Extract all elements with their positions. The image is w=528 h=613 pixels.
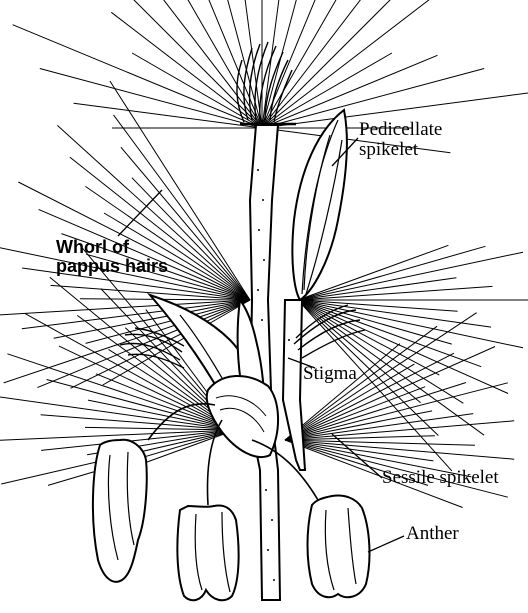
pappus-hair xyxy=(285,347,495,441)
pappus-hair xyxy=(285,387,425,440)
label-stigma: Stigma xyxy=(303,364,357,384)
pappus-hair xyxy=(40,69,262,129)
pappus-hair xyxy=(262,0,476,128)
pappus-hair xyxy=(285,383,466,441)
pappus-hair xyxy=(298,278,456,300)
label-anther: Anther xyxy=(406,524,459,544)
label-sessile-spikelet: Sessile spikelet xyxy=(382,468,499,488)
pappus-hair xyxy=(13,25,262,128)
label-whorl-of-pappus-hairs: Whorl of pappus hairs xyxy=(56,238,168,276)
pappus-hair xyxy=(7,354,235,430)
pedicellate-spikelet xyxy=(292,110,346,300)
anthers xyxy=(93,440,370,601)
label-pedicellate-spikelet: Pedicellate spikelet xyxy=(359,120,442,160)
pappus-hair xyxy=(262,53,392,128)
pappus-hair xyxy=(262,55,438,128)
pappus-hair xyxy=(298,300,458,311)
pappus-hair xyxy=(0,430,235,441)
pappus-hair xyxy=(298,286,493,300)
